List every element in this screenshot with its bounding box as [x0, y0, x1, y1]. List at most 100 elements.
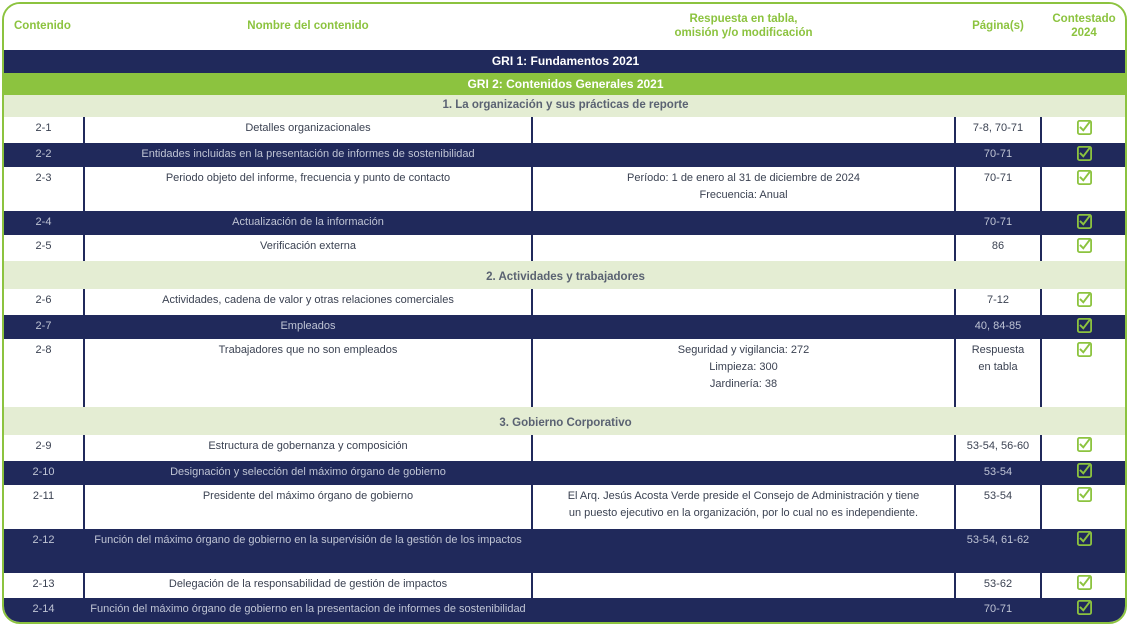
cell-contestado	[1041, 167, 1125, 212]
cell-contestado	[1041, 117, 1125, 143]
column-header-paginas: Página(s)	[955, 4, 1041, 50]
pagina-line: 53-62	[983, 577, 1013, 590]
cell-paginas: Respuesta en tabla	[954, 338, 1042, 407]
cell-respuesta	[532, 314, 955, 339]
cell-contenido: 2-1	[4, 117, 85, 143]
pagina-line: 53-54	[983, 465, 1013, 478]
cell-respuesta: Período: 1 de enero al 31 de diciembre d…	[532, 167, 955, 212]
cell-nombre-del-contenido: Entidades incluidas en la presentación d…	[83, 143, 533, 168]
column-header-contestado-line2: 2024	[1071, 27, 1097, 39]
pagina-line: 86	[991, 240, 1005, 253]
pagina-line: Respuesta	[971, 343, 1025, 356]
section-header-label: GRI 2: Contenidos Generales 2021	[4, 72, 1125, 96]
respuesta-line: un puesto ejecutivo en la organización, …	[568, 506, 919, 519]
checkbox-checked-icon[interactable]	[1077, 463, 1092, 479]
cell-respuesta	[532, 460, 955, 485]
cell-contenido: 2-9	[4, 434, 85, 461]
respuesta-line: Limpieza: 300	[709, 361, 778, 373]
cell-contestado	[1041, 572, 1125, 598]
cell-contenido: 2-2	[4, 143, 85, 168]
cell-respuesta	[532, 117, 955, 143]
checkbox-checked-icon[interactable]	[1077, 487, 1092, 503]
checkbox-checked-icon[interactable]	[1077, 119, 1092, 135]
table-header: Contenido Nombre del contenido Respuesta…	[4, 4, 1125, 50]
cell-contestado	[1041, 235, 1125, 262]
section-header-row: GRI 2: Contenidos Generales 2021	[4, 72, 1125, 96]
cell-respuesta	[532, 288, 955, 315]
column-header-contestado-line1: Contestado	[1052, 13, 1116, 26]
cell-contestado	[1041, 484, 1125, 529]
checkbox-checked-icon[interactable]	[1077, 213, 1092, 229]
cell-nombre-del-contenido: Designación y selección del máximo órgan…	[83, 460, 533, 485]
cell-paginas: 53-54	[954, 460, 1042, 485]
cell-nombre-del-contenido: Detalles organizacionales	[83, 117, 533, 143]
cell-contenido: 2-8	[4, 338, 85, 407]
cell-contestado	[1041, 597, 1125, 622]
pagina-line: 53-54, 56-60	[966, 439, 1030, 452]
cell-contestado	[1041, 314, 1125, 339]
column-header-contenido: Contenido	[4, 4, 84, 50]
pagina-line: 70-71	[983, 172, 1013, 185]
cell-contestado	[1041, 434, 1125, 461]
pagina-line: 70-71	[983, 148, 1013, 160]
cell-contenido: 2-6	[4, 288, 85, 315]
cell-nombre-del-contenido: Periodo objeto del informe, frecuencia y…	[83, 167, 533, 212]
cell-paginas: 70-71	[954, 167, 1042, 212]
pagina-line: 40, 84-85	[974, 319, 1022, 332]
subsection-header-label: 3. Gobierno Corporativo	[4, 412, 1125, 435]
subsection-spacer	[4, 261, 1125, 268]
checkbox-checked-icon[interactable]	[1077, 145, 1092, 161]
cell-paginas: 53-54	[954, 484, 1042, 529]
pagina-line: en tabla	[978, 361, 1018, 373]
cell-contenido: 2-14	[4, 597, 85, 622]
pagina-line: 7-12	[986, 293, 1010, 306]
checkbox-checked-icon[interactable]	[1077, 575, 1092, 591]
subsection-spacer-cell	[4, 261, 1125, 268]
cell-nombre-del-contenido: Delegación de la responsabilidad de gest…	[83, 572, 533, 598]
cell-contenido: 2-7	[4, 314, 85, 339]
header-row: Contenido Nombre del contenido Respuesta…	[4, 4, 1125, 50]
checkbox-checked-icon[interactable]	[1077, 600, 1092, 616]
subsection-spacer	[4, 406, 1125, 413]
cell-nombre-del-contenido: Trabajadores que no son empleados	[83, 338, 533, 407]
cell-paginas: 70-71	[954, 597, 1042, 622]
cell-contenido: 2-11	[4, 484, 85, 529]
cell-respuesta	[532, 235, 955, 262]
checkbox-checked-icon[interactable]	[1077, 237, 1092, 253]
checkbox-checked-icon[interactable]	[1077, 341, 1092, 357]
cell-nombre-del-contenido: Verificación externa	[83, 235, 533, 262]
checkbox-checked-icon[interactable]	[1077, 291, 1092, 307]
subsection-header-label: 2. Actividades y trabajadores	[4, 267, 1125, 289]
subsection-header-row: 3. Gobierno Corporativo	[4, 412, 1125, 435]
pagina-line: 70-71	[983, 216, 1013, 229]
column-header-contestado: Contestado 2024	[1041, 4, 1125, 50]
respuesta-line: Frecuencia: Anual	[699, 189, 788, 202]
checkbox-checked-icon[interactable]	[1077, 317, 1092, 333]
checkbox-checked-icon[interactable]	[1077, 437, 1092, 453]
cell-respuesta	[532, 434, 955, 461]
cell-contenido: 2-12	[4, 528, 85, 573]
checkbox-checked-icon[interactable]	[1077, 531, 1092, 547]
cell-contenido: 2-13	[4, 572, 85, 598]
checkbox-checked-icon[interactable]	[1077, 169, 1092, 185]
cell-paginas: 40, 84-85	[954, 314, 1042, 339]
gri-table: Contenido Nombre del contenido Respuesta…	[4, 4, 1125, 622]
cell-paginas: 70-71	[954, 211, 1042, 236]
cell-nombre-del-contenido: Presidente del máximo órgano de gobierno	[83, 484, 533, 529]
section-header-label: GRI 1: Fundamentos 2021	[4, 50, 1125, 73]
cell-respuesta	[532, 572, 955, 598]
cell-paginas: 7-8, 70-71	[954, 117, 1042, 143]
cell-nombre-del-contenido: Actividades, cadena de valor y otras rel…	[83, 288, 533, 315]
subsection-header-label: 1. La organización y sus prácticas de re…	[4, 95, 1125, 117]
